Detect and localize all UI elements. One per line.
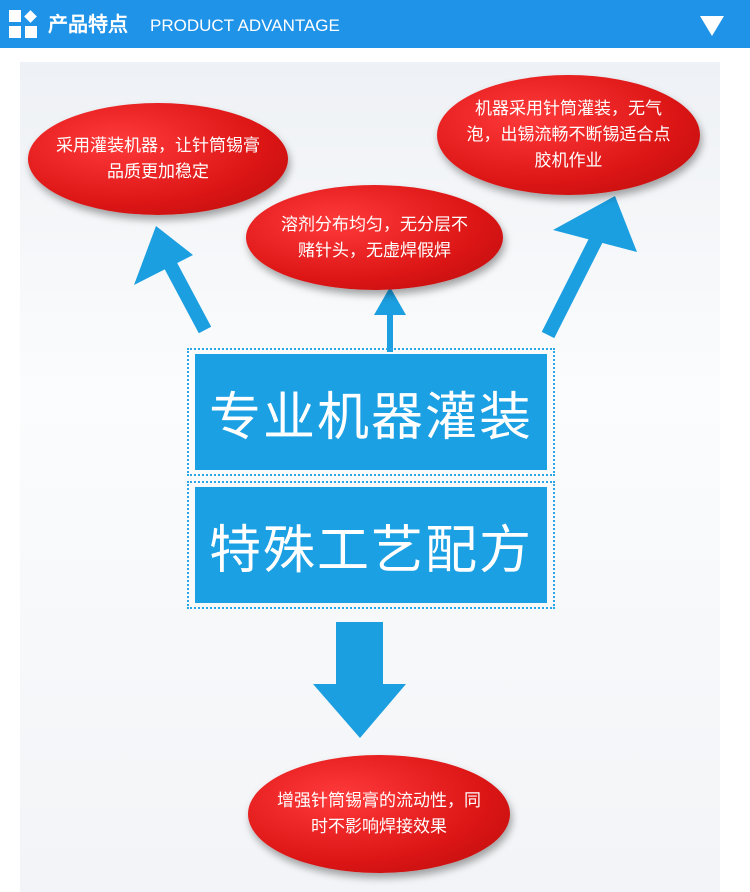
arrow-up-left-icon [134, 226, 212, 334]
box-top-frame [187, 348, 555, 476]
squares-logo-icon [9, 10, 37, 38]
bubble-bottom-text: 增强针筒锡膏的流动性，同时不影响焊接效果 [277, 791, 481, 837]
bubble-left-text: 采用灌装机器，让针筒锡膏品质更加稳定 [56, 136, 260, 182]
arrow-down-icon [313, 622, 406, 738]
box-top: 专业机器灌装 [195, 354, 547, 470]
bubble-middle: 溶剂分布均匀，无分层不赌针头，无虚焊假焊 [246, 185, 503, 290]
triangle-down-icon[interactable] [698, 14, 726, 38]
bubble-right-text: 机器采用针筒灌装，无气泡，出锡流畅不断锡适合点胶机作业 [466, 99, 671, 171]
bubble-middle-text: 溶剂分布均匀，无分层不赌针头，无虚焊假焊 [281, 214, 468, 261]
bubble-right: 机器采用针筒灌装，无气泡，出锡流畅不断锡适合点胶机作业 [437, 75, 700, 195]
box-bottom: 特殊工艺配方 [195, 487, 547, 603]
header-title-en: PRODUCT ADVANTAGE [150, 16, 340, 35]
header-title-cn: 产品特点 [48, 12, 128, 36]
arrow-up-right-icon [541, 196, 637, 339]
box-bottom-frame [187, 481, 555, 609]
arrow-up-icon [374, 287, 406, 352]
section-header: 产品特点 PRODUCT ADVANTAGE [0, 0, 750, 48]
bubble-left: 采用灌装机器，让针筒锡膏品质更加稳定 [28, 103, 288, 215]
bubble-bottom: 增强针筒锡膏的流动性，同时不影响焊接效果 [248, 755, 510, 873]
